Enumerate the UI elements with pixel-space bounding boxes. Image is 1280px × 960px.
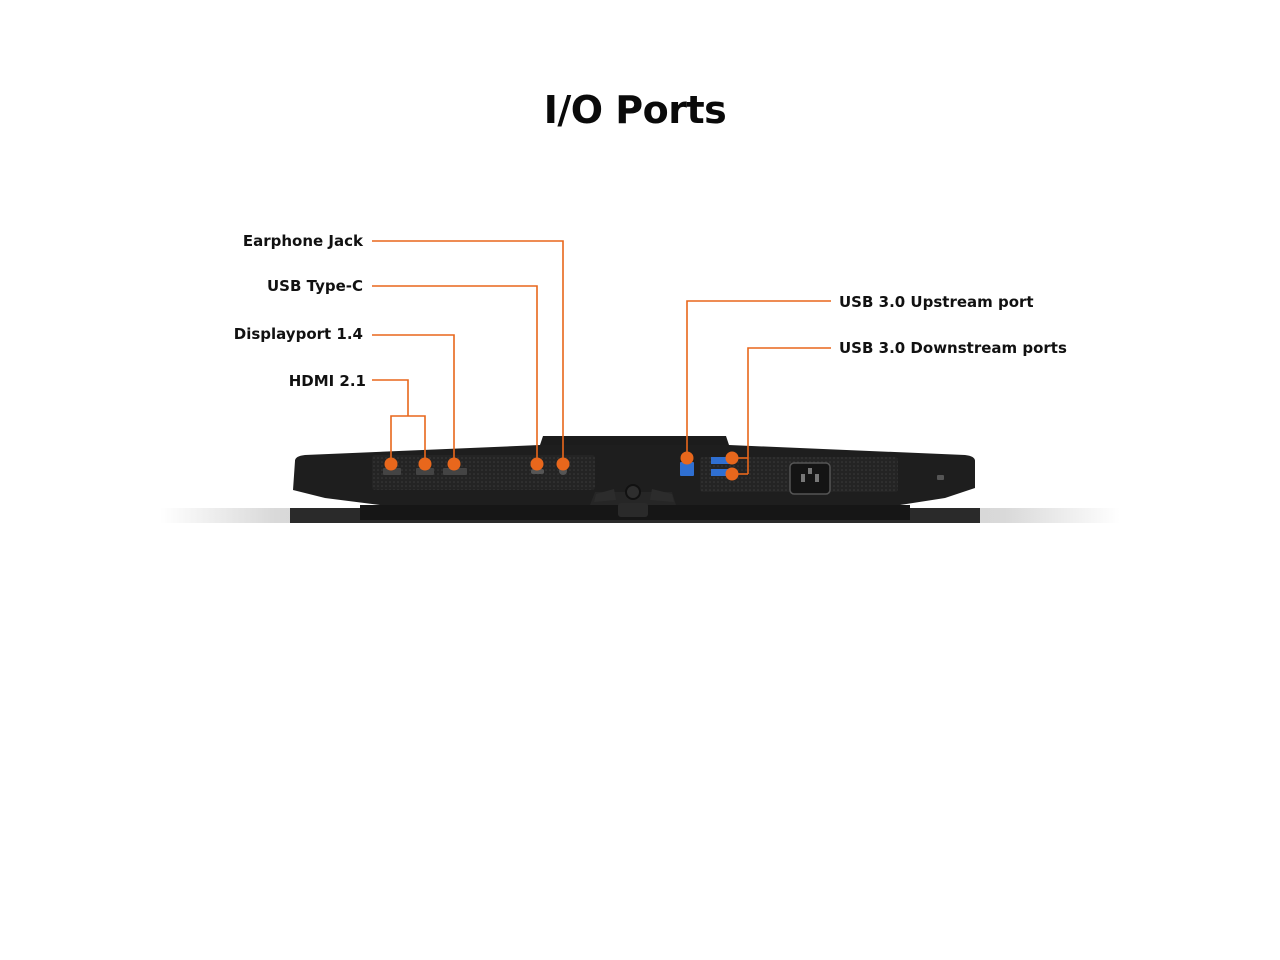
ports: [383, 457, 944, 495]
hdmi-port-1: [383, 468, 401, 475]
displayport-port: [443, 468, 467, 475]
usb-type-c-port: [531, 469, 544, 474]
usb-downstream-port-2: [711, 469, 729, 476]
monitor-top-bump: [540, 436, 729, 445]
line-usb-type-c: [372, 285, 538, 464]
label-hdmi: HDMI 2.1: [288, 372, 366, 390]
page-title: I/O Ports: [543, 88, 727, 132]
power-socket-pin-3: [808, 468, 812, 474]
line-usb-upstream: [686, 300, 831, 458]
line-displayport: [372, 334, 455, 464]
power-socket-pin-2: [815, 474, 819, 482]
dot-hdmi-1: [384, 457, 398, 471]
line-usb-downstream: [747, 347, 831, 474]
line-hdmi: [372, 379, 409, 416]
dot-earphone-jack: [556, 457, 570, 471]
stand-grip-right: [650, 489, 674, 502]
power-socket: [789, 462, 831, 495]
dot-usb-type-c: [530, 457, 544, 471]
power-socket-pin-1: [801, 474, 805, 482]
line-hdmi-branch: [390, 415, 426, 464]
label-earphone-jack: Earphone Jack: [242, 232, 363, 250]
stand-clip: [618, 503, 648, 517]
kensington-slot: [937, 475, 944, 480]
label-displayport: Displayport 1.4: [233, 325, 363, 343]
dot-usb-downstream-1: [725, 451, 739, 465]
dot-usb-upstream: [680, 451, 694, 465]
line-earphone-jack: [372, 240, 564, 464]
dot-hdmi-2: [418, 457, 432, 471]
hdmi-port-2: [416, 468, 434, 475]
dot-displayport: [447, 457, 461, 471]
usb-upstream-port: [680, 462, 694, 476]
dot-usb-downstream-2: [725, 467, 739, 481]
stand-grip-left: [594, 489, 616, 502]
stand-screw: [625, 484, 641, 500]
label-usb-upstream: USB 3.0 Upstream port: [839, 293, 1034, 311]
usb-downstream-port-1: [711, 457, 729, 464]
callout-lines: [372, 240, 831, 475]
label-usb-downstream: USB 3.0 Downstream ports: [839, 339, 1067, 357]
callout-dots: [384, 451, 739, 481]
monitor-rear: [293, 436, 975, 520]
label-usb-type-c: USB Type-C: [266, 277, 363, 295]
